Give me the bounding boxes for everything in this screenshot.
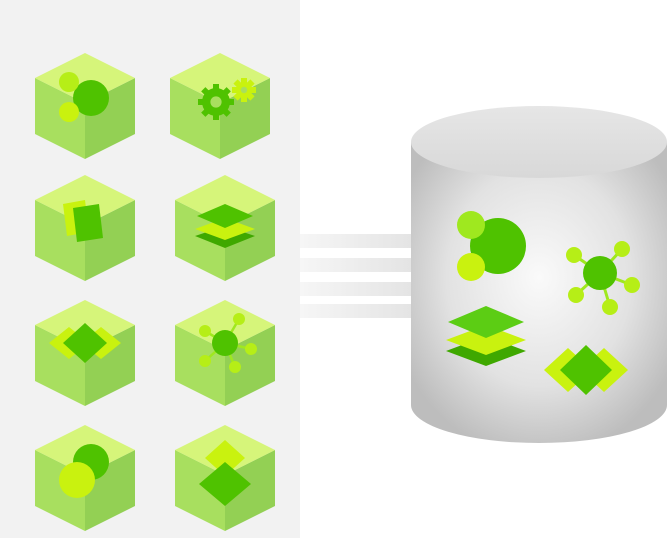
cube-gears: [170, 53, 270, 159]
connector-lines: [300, 234, 412, 318]
stacked-diamonds-icon: [199, 440, 251, 506]
layers-icon: [446, 306, 526, 366]
cube-grid: [35, 53, 275, 531]
cube-right-face: [225, 450, 275, 531]
cube-cards: [35, 175, 135, 281]
cube-network: [175, 300, 275, 406]
overlapping-circles-icon: [59, 444, 109, 498]
network-hub-icon: [199, 313, 257, 373]
connector-line: [300, 304, 412, 318]
cube-left-face: [175, 450, 225, 531]
node-cluster-icon: [457, 211, 526, 281]
database-body: [411, 142, 667, 443]
diamonds-icon: [49, 323, 121, 363]
database-cylinder: [411, 106, 667, 443]
cube-top-face: [175, 175, 275, 225]
network-hub-icon: [566, 241, 640, 315]
connector-line: [300, 258, 412, 272]
cube-left-face: [35, 78, 85, 159]
cards-icon: [63, 200, 103, 242]
layers-icon: [195, 204, 255, 248]
connector-line: [300, 234, 412, 248]
cube-stacked-diamonds: [175, 425, 275, 531]
diamonds-icon: [544, 345, 628, 395]
cube-circles: [35, 425, 135, 531]
cube-nodes: [35, 53, 135, 159]
connector-line: [300, 282, 412, 296]
database-top: [411, 106, 667, 178]
cube-top-face: [35, 53, 135, 103]
cube-diamonds: [35, 300, 135, 406]
cube-right-face: [220, 78, 270, 159]
gears-icon: [198, 78, 256, 120]
cube-layers: [175, 175, 275, 281]
cube-top-face: [175, 300, 275, 350]
node-cluster-icon: [59, 72, 109, 122]
